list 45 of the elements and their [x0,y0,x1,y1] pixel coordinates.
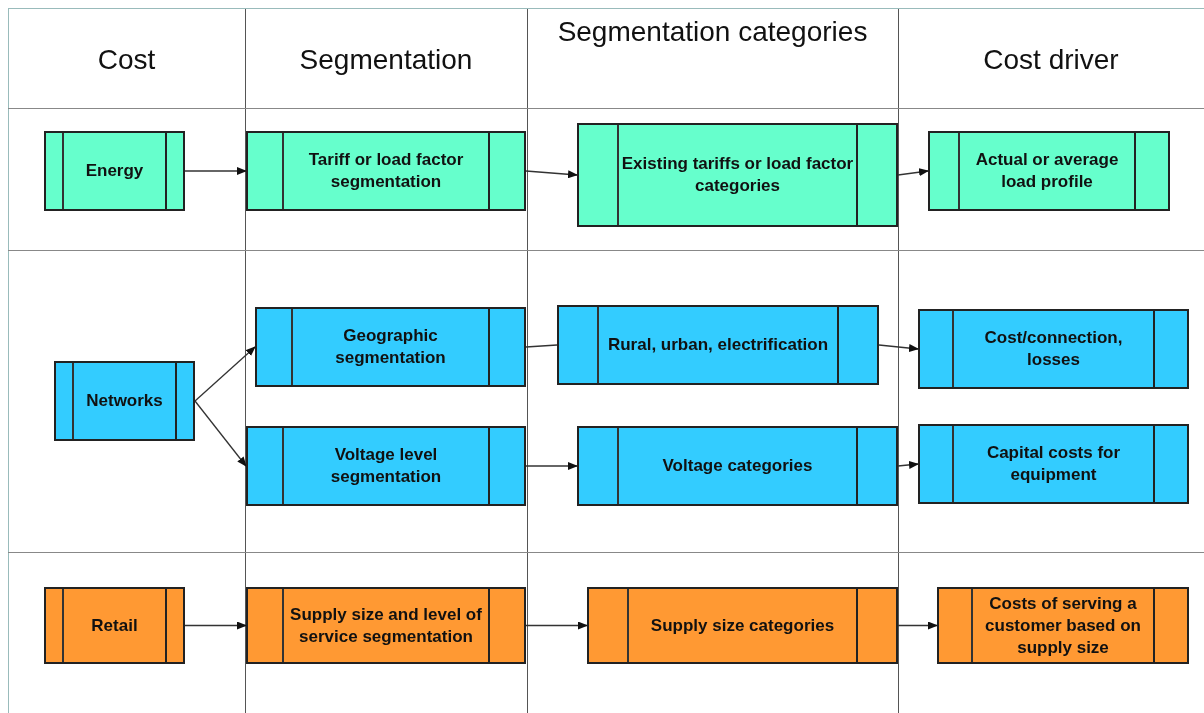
arrow [897,168,929,177]
box-label: Supply size and level of service segmentation [289,603,483,648]
process-box [918,424,1189,504]
arrow [525,170,578,179]
process-box [928,131,1170,211]
column-header: Cost [96,44,157,76]
arrow [184,167,247,175]
arrow [525,621,588,630]
arrow [525,462,578,470]
column-header: Segmentation [298,44,474,76]
box-label: Energy [84,160,145,182]
process-box [557,305,879,385]
process-box [255,307,526,387]
process-box [246,131,526,211]
box-label: Tariff or load factor segmentation [307,149,465,193]
box-label: Capital costs for equipment [985,442,1122,486]
process-box [44,131,185,211]
process-box [587,587,898,664]
box-label: Supply size categories [649,614,836,637]
arrow [897,621,938,630]
process-box [54,361,195,441]
column-header: Segmentation categories [556,16,869,48]
box-label: Costs of serving a customer based on supply size [984,592,1142,659]
process-box [918,309,1189,389]
process-box [577,426,898,506]
box-label: Retail [90,614,139,637]
box-label: Geographic segmentation [334,325,447,369]
arrow [194,400,247,467]
box-label: Actual or average load profile [974,149,1120,193]
process-box [577,123,898,227]
box-label: Networks [85,390,164,412]
process-box [246,587,526,664]
box-label: Voltage categories [661,455,814,477]
box-label: Existing tariffs or load factor categories [620,153,855,197]
box-label: Rural, urban, electrification [606,334,830,356]
box-label: Voltage level segmentation [329,444,443,488]
process-box [246,426,526,506]
box-label: Cost/connection, losses [983,327,1124,371]
arrow [184,621,247,630]
process-box [44,587,185,664]
process-box [937,587,1189,664]
column-header: Cost driver [982,44,1120,76]
arrow [897,460,919,469]
arrow [878,344,919,353]
arrow [194,346,256,402]
